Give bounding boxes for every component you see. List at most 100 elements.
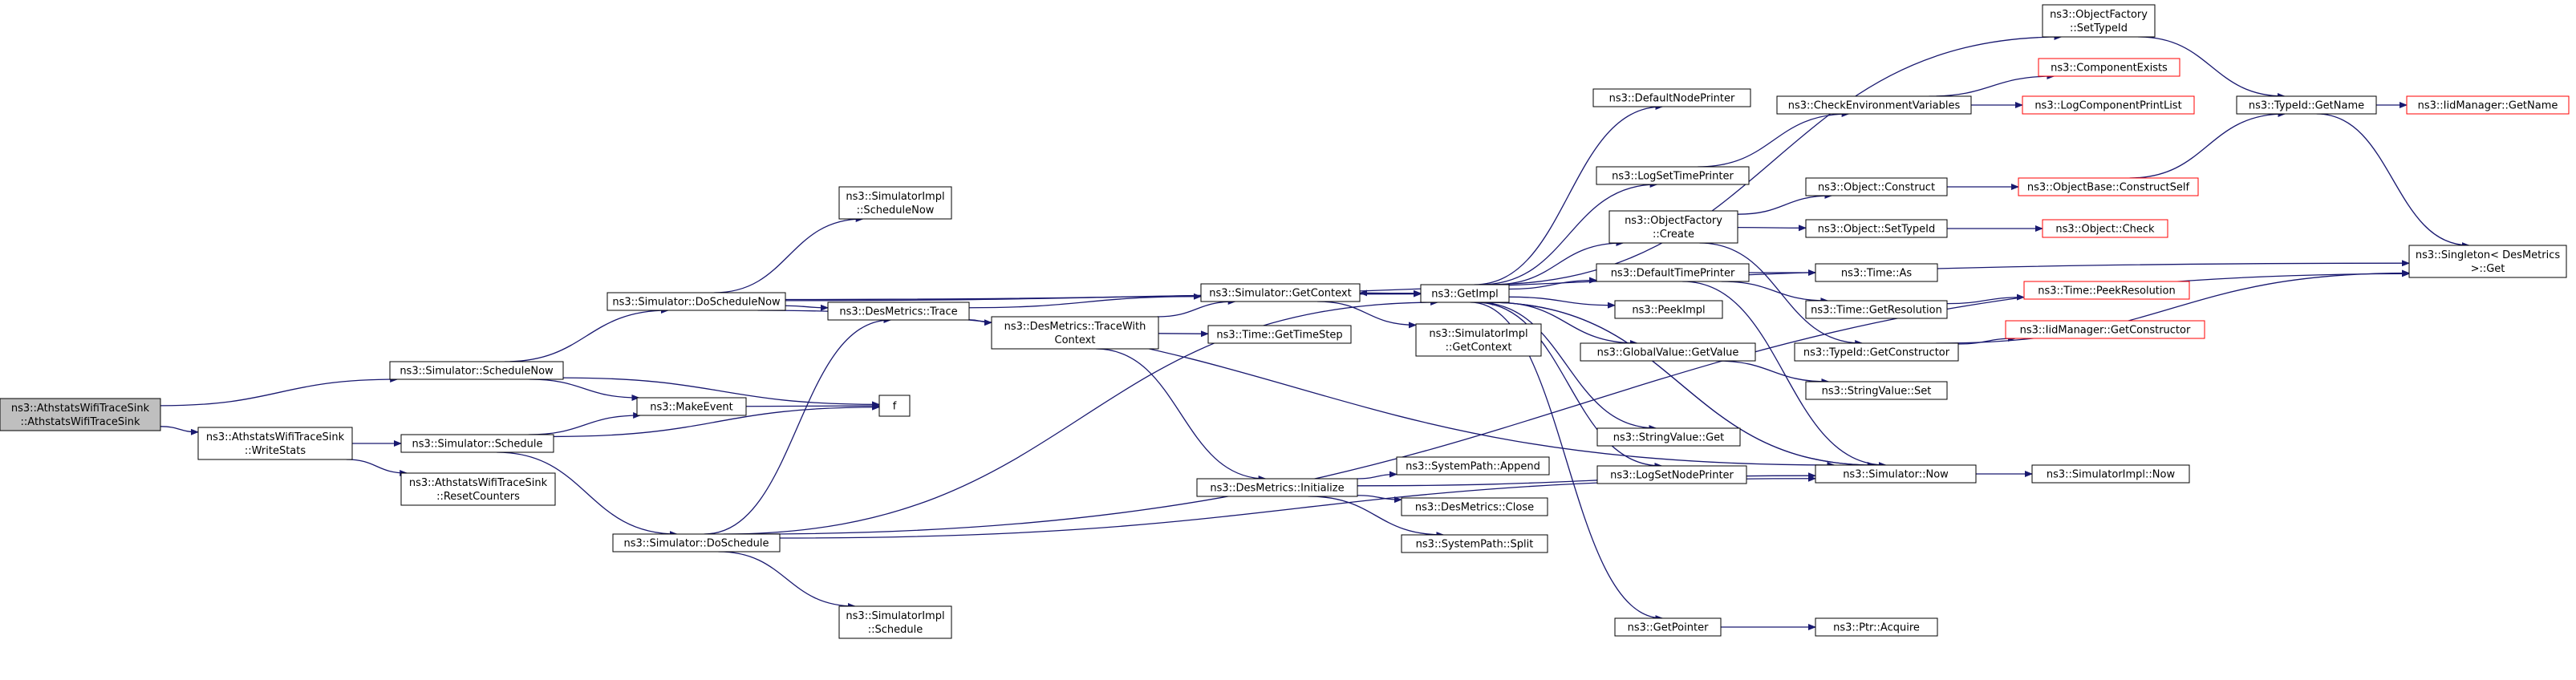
node-peekimpl[interactable]: ns3::PeekImpl (1614, 300, 1723, 319)
edge-getimpl-to-svget (1477, 302, 1657, 431)
node-ofsettypeid[interactable]: ns3::ObjectFactory::SetTypeId (2042, 4, 2156, 38)
node-timeas[interactable]: ns3::Time::As (1815, 263, 1938, 282)
node-peekresolution[interactable]: ns3::Time::PeekResolution (2023, 281, 2190, 300)
node-implnow[interactable]: ns3::SimulatorImpl::Now (2031, 464, 2190, 484)
node-label: ns3::DefaultTimePrinter (1611, 268, 1735, 280)
node-box (1815, 464, 1977, 484)
node-label: ns3::Ptr::Acquire (1833, 622, 1920, 634)
node-typeidgetname[interactable]: ns3::TypeId::GetName (2236, 95, 2377, 115)
node-ofcreate[interactable]: ns3::ObjectFactory::Create (1608, 210, 1738, 244)
node-iidgetconstructor[interactable]: ns3::IidManager::GetConstructor (2005, 320, 2205, 339)
node-split[interactable]: ns3::SystemPath::Split (1401, 534, 1548, 553)
node-logsetnodeprinter[interactable]: ns3::LogSetNodePrinter (1596, 465, 1747, 484)
node-componentexists[interactable]: ns3::ComponentExists (2038, 58, 2180, 77)
edge-doschedule-to-singletonget (752, 270, 2410, 535)
node-label: ns3::SystemPath::Split (1416, 539, 1534, 551)
node-label: ns3::Simulator::ScheduleNow (400, 366, 554, 378)
node-singletonget[interactable]: ns3::Singleton< DesMetrics >::Get (2408, 245, 2567, 278)
node-box (1614, 300, 1723, 319)
node-checkenv[interactable]: ns3::CheckEnvironmentVariables (1776, 95, 1972, 115)
node-label: ::ResetCounters (436, 491, 520, 503)
node-schedule[interactable]: ns3::Simulator::Schedule (400, 434, 554, 453)
node-box (1592, 88, 1751, 107)
node-defaultnodeprinter[interactable]: ns3::DefaultNodePrinter (1592, 88, 1751, 107)
edge-trace-to-getcontext (968, 293, 1202, 309)
edge-getimpl-to-logsetnodeprinter (1475, 302, 1663, 469)
edge-ofcreate-to-objconstruct (1737, 192, 1833, 215)
node-label: ns3::TypeId::GetConstructor (1803, 347, 1950, 359)
edge-schedulenow-to-f (562, 377, 880, 408)
node-objconstruct[interactable]: ns3::Object::Construct (1805, 177, 1948, 196)
node-box (1396, 456, 1550, 476)
node-implschedulenow[interactable]: ns3::SimulatorImpl::ScheduleNow (838, 186, 952, 220)
node-gvgetvalue[interactable]: ns3::GlobalValue::GetValue (1580, 342, 1756, 362)
node-box (2005, 320, 2205, 339)
node-implschedule[interactable]: ns3::SimulatorImpl::Schedule (838, 605, 952, 639)
node-objcheck[interactable]: ns3::Object::Check (2042, 219, 2168, 238)
node-getresolution[interactable]: ns3::Time::GetResolution (1805, 300, 1948, 319)
node-box (2042, 4, 2156, 38)
node-objsettypeid[interactable]: ns3::Object::SetTypeId (1805, 219, 1948, 238)
edge-getimpl-to-ofcreate (1492, 240, 1625, 285)
node-doschedule[interactable]: ns3::Simulator::DoSchedule (612, 533, 781, 552)
node-box (1805, 177, 1948, 196)
edge-root-to-schedulenow (160, 376, 399, 407)
node-f[interactable]: f (878, 395, 911, 417)
node-box (400, 472, 556, 506)
node-getcontext[interactable]: ns3::Simulator::GetContext (1200, 283, 1361, 302)
node-writestats[interactable]: ns3::AthstatsWifiTraceSink::WriteStats (197, 427, 353, 460)
node-box (1815, 617, 1938, 637)
node-logcomponentprintlist[interactable]: ns3::LogComponentPrintList (2022, 95, 2195, 115)
node-simnow[interactable]: ns3::Simulator::Now (1815, 464, 1977, 484)
node-label: ns3::DesMetrics::Initialize (1210, 483, 1344, 495)
node-box (2038, 58, 2180, 77)
node-close[interactable]: ns3::DesMetrics::Close (1401, 497, 1548, 516)
node-iidgetname[interactable]: ns3::IidManager::GetName (2406, 95, 2570, 115)
node-box (838, 605, 952, 639)
edge-doschedule-to-getimpl (723, 299, 1439, 535)
node-initialize[interactable]: ns3::DesMetrics::Initialize (1196, 478, 1358, 497)
node-label: ns3::Object::SetTypeId (1818, 224, 1935, 236)
node-box (0, 398, 161, 431)
node-label: Context (1055, 334, 1096, 346)
node-label: ns3::Simulator::Schedule (412, 439, 542, 451)
edge-ofsettypeid-to-typeidgetname (2138, 36, 2286, 99)
edge-doschedulenow-to-implschedulenow (714, 216, 864, 293)
node-getconstructor[interactable]: ns3::TypeId::GetConstructor (1794, 342, 1959, 362)
node-append[interactable]: ns3::SystemPath::Append (1396, 456, 1550, 476)
node-resetcounters[interactable]: ns3::AthstatsWifiTraceSink::ResetCounter… (400, 472, 556, 506)
node-label: ::Schedule (868, 624, 923, 636)
node-label: ns3::SystemPath::Append (1406, 461, 1540, 473)
node-label: ns3::StringValue::Get (1613, 432, 1724, 444)
node-getpointer[interactable]: ns3::GetPointer (1614, 617, 1722, 637)
node-svget[interactable]: ns3::StringValue::Get (1596, 427, 1741, 447)
node-defaulttimeprinter[interactable]: ns3::DefaultTimePrinter (1596, 263, 1750, 282)
node-logsettimeprinter[interactable]: ns3::LogSetTimePrinter (1596, 166, 1750, 185)
node-label: ns3::Time::PeekResolution (2038, 285, 2175, 298)
node-label: ns3::LogSetNodePrinter (1610, 470, 1734, 482)
node-gettimestep[interactable]: ns3::Time::GetTimeStep (1207, 325, 1352, 344)
edge-logsettimeprinter-to-checkenv (1698, 111, 1850, 168)
node-box (1614, 617, 1722, 637)
node-svset[interactable]: ns3::StringValue::Set (1805, 381, 1948, 400)
node-schedulenow[interactable]: ns3::Simulator::ScheduleNow (389, 361, 564, 380)
node-makeevent[interactable]: ns3::MakeEvent (636, 397, 747, 416)
node-label: ns3::TypeId::GetName (2249, 100, 2364, 112)
node-label: ns3::AthstatsWifiTraceSink (11, 403, 150, 415)
edge-defaulttimeprinter-to-getresolution (1721, 281, 1829, 304)
node-constructself[interactable]: ns3::ObjectBase::ConstructSelf (2018, 177, 2199, 196)
node-box (1805, 300, 1948, 319)
edge-tracewith-to-initialize (1096, 348, 1267, 482)
node-trace[interactable]: ns3::DesMetrics::Trace (827, 302, 970, 321)
node-label: ns3::Object::Check (2055, 224, 2155, 236)
node-label: ns3::Singleton< DesMetrics (2416, 249, 2561, 261)
nodes-layer: ns3::AthstatsWifiTraceSink::AthstatsWifi… (0, 4, 2570, 639)
node-ptracquire[interactable]: ns3::Ptr::Acquire (1815, 617, 1938, 637)
node-getimpl[interactable]: ns3::GetImpl (1420, 284, 1510, 303)
node-label: ::WriteStats (245, 445, 306, 457)
node-label: ns3::StringValue::Set (1822, 386, 1932, 398)
node-implgetcontext[interactable]: ns3::SimulatorImpl::GetContext (1415, 323, 1542, 357)
node-doschedulenow[interactable]: ns3::Simulator::DoScheduleNow (606, 292, 786, 311)
